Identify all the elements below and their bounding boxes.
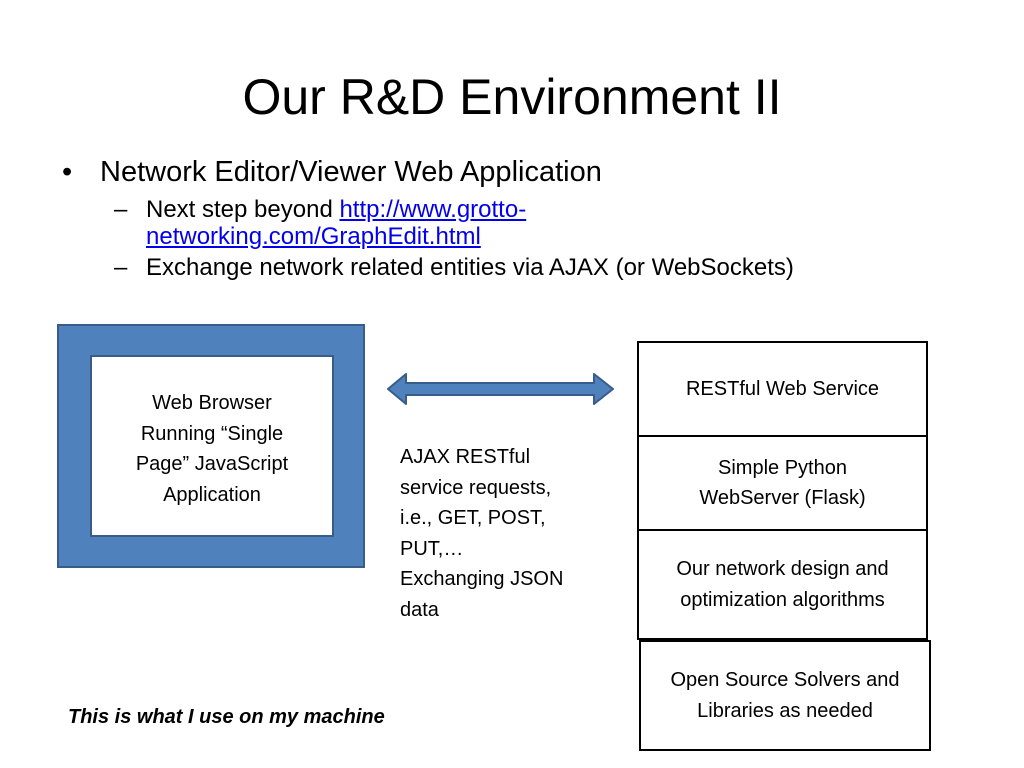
- graphedit-link[interactable]: http://www.grotto-networking.com/GraphEd…: [146, 196, 526, 250]
- solvers-label-line: Open Source Solvers and: [670, 669, 900, 691]
- bullet-sub-next-step-text: Next step beyond: [146, 196, 340, 223]
- bullet-sub-next-step: – Next step beyond http://www.grotto-net…: [62, 196, 982, 250]
- ajax-note-line: service requests,: [400, 476, 552, 499]
- flask-server-box: Simple Python WebServer (Flask): [637, 435, 928, 531]
- bullet-main: • Network Editor/Viewer Web Application: [62, 152, 982, 192]
- browser-label-line: Application: [163, 483, 261, 506]
- double-arrow-icon: [387, 373, 614, 405]
- flask-server-label-line: WebServer (Flask): [699, 487, 866, 509]
- footnote: This is what I use on my machine: [68, 706, 385, 728]
- solvers-label: Open Source Solvers and Libraries as nee…: [670, 665, 899, 726]
- browser-label-line: Web Browser: [152, 392, 272, 414]
- browser-label-line: Page” JavaScript: [135, 453, 289, 475]
- algorithms-box: Our network design and optimization algo…: [637, 529, 928, 640]
- ajax-note-line: AJAX RESTful: [400, 446, 531, 468]
- bullet-dash-icon: –: [114, 254, 128, 281]
- bullet-sub-exchange-text: Exchange network related entities via AJ…: [146, 254, 794, 281]
- browser-box: Web Browser Running “Single Page” JavaSc…: [90, 355, 334, 537]
- algorithms-label: Our network design and optimization algo…: [676, 554, 888, 615]
- bullet-dot-icon: •: [62, 156, 73, 188]
- bullet-list: • Network Editor/Viewer Web Application …: [62, 152, 982, 281]
- bullet-main-text: Network Editor/Viewer Web Application: [100, 156, 602, 188]
- restful-service-box: RESTful Web Service: [637, 341, 928, 437]
- slide-title: Our R&D Environment II: [242, 69, 782, 125]
- graphedit-link-part1: http://www.grotto-: [339, 196, 527, 223]
- bullet-dash-icon: –: [114, 196, 128, 223]
- ajax-note: AJAX RESTful service requests, i.e., GET…: [400, 442, 600, 625]
- flask-server-label-line: Simple Python: [718, 456, 847, 479]
- flask-server-label: Simple Python WebServer (Flask): [699, 453, 865, 514]
- browser-frame: Web Browser Running “Single Page” JavaSc…: [57, 324, 365, 568]
- bullet-sub-exchange: – Exchange network related entities via …: [62, 254, 982, 281]
- algorithms-label-line: optimization algorithms: [680, 588, 885, 611]
- solvers-label-line: Libraries as needed: [697, 699, 873, 722]
- graphedit-link-part2: networking.com/GraphEdit.html: [146, 223, 481, 250]
- restful-service-label: RESTful Web Service: [685, 377, 880, 400]
- ajax-note-line: data: [400, 598, 439, 621]
- algorithms-label-line: Our network design and: [676, 558, 889, 580]
- ajax-note-line: PUT,…: [400, 537, 464, 560]
- browser-label-line: Running “Single: [140, 422, 284, 445]
- ajax-note-line: i.e., GET, POST,: [400, 507, 546, 529]
- ajax-note-line: Exchanging JSON: [400, 568, 564, 590]
- solvers-box: Open Source Solvers and Libraries as nee…: [639, 640, 931, 751]
- double-arrow-shape: [387, 373, 614, 405]
